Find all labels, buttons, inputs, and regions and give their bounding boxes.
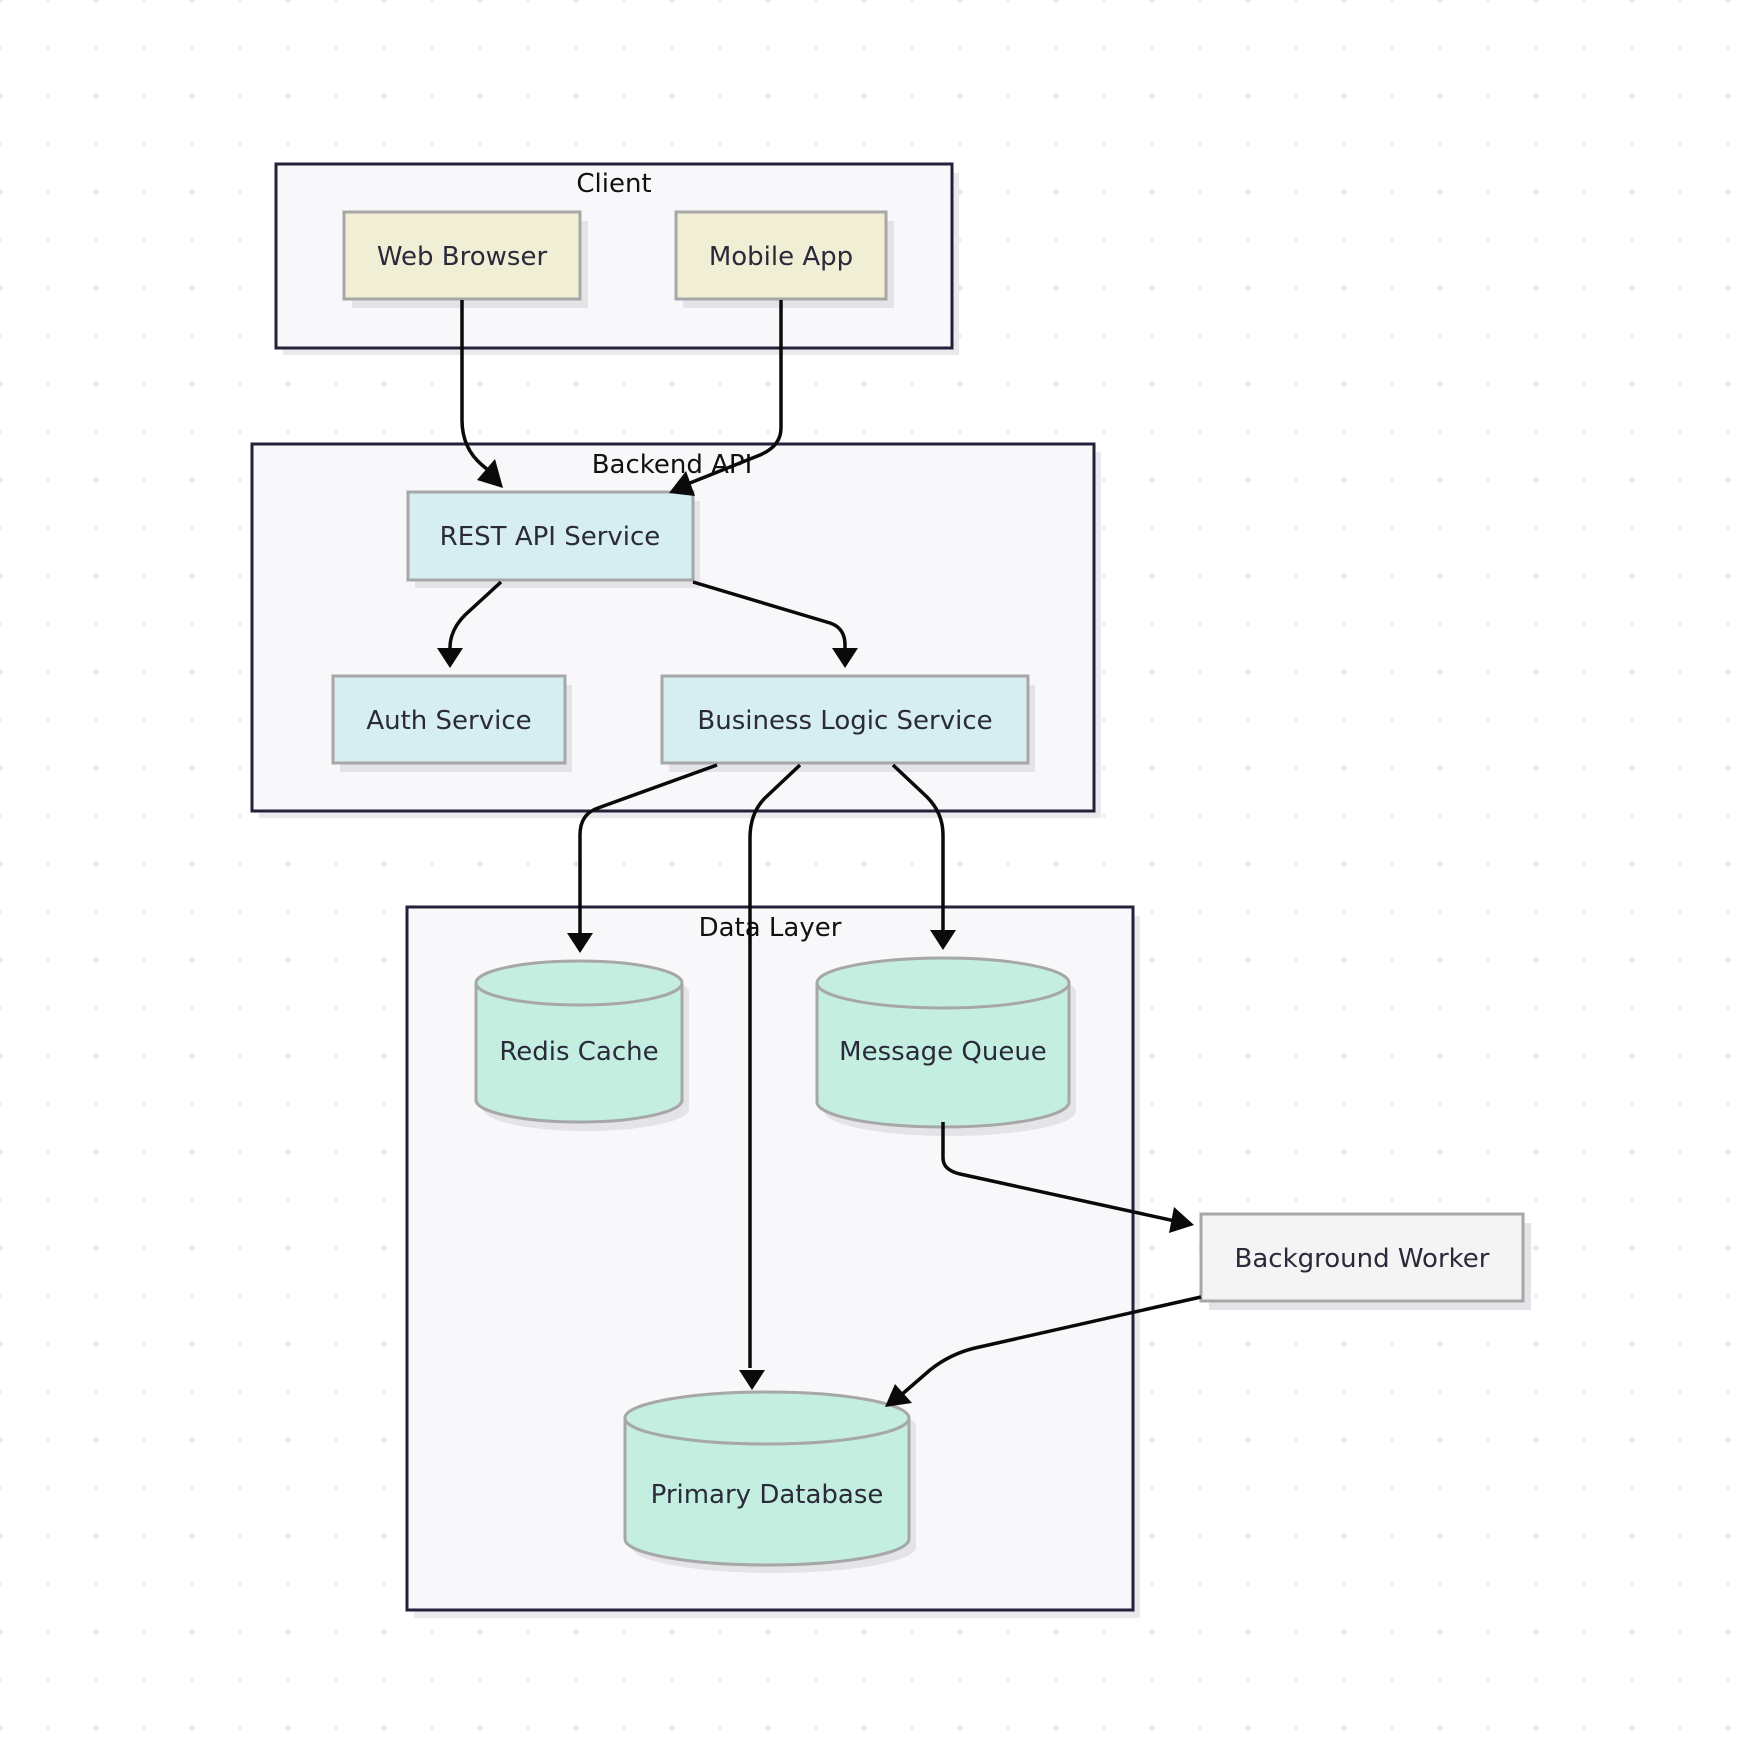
node-primary-database[interactable]: Primary Database — [623, 1390, 916, 1573]
edge-rest-api-to-auth — [437, 580, 503, 668]
edge-web-browser-to-rest-api — [460, 300, 503, 488]
edge-message-queue-to-background-worker — [941, 1122, 1194, 1233]
group-data-layer-label: Data Layer — [699, 913, 842, 943]
node-rest-api-service-label: REST API Service — [440, 522, 661, 552]
node-rest-api-service[interactable]: REST API Service — [406, 490, 700, 588]
node-redis-cache[interactable]: Redis Cache — [474, 959, 689, 1131]
node-business-logic-service[interactable]: Business Logic Service — [660, 674, 1035, 772]
edge-mobile-app-to-rest-api — [669, 300, 783, 496]
node-redis-cache-label: Redis Cache — [499, 1037, 658, 1067]
edge-business-logic-to-message-queue — [891, 763, 956, 950]
node-web-browser[interactable]: Web Browser — [342, 210, 588, 308]
node-business-logic-service-label: Business Logic Service — [697, 706, 992, 736]
edge-background-worker-to-primary-db — [885, 1295, 1202, 1407]
group-client-label: Client — [576, 169, 651, 199]
node-mobile-app-label: Mobile App — [709, 242, 853, 272]
node-message-queue[interactable]: Message Queue — [815, 956, 1076, 1136]
edge-business-logic-to-redis — [567, 763, 718, 953]
node-auth-service-label: Auth Service — [366, 706, 531, 736]
node-primary-database-label: Primary Database — [651, 1480, 884, 1510]
node-auth-service[interactable]: Auth Service — [331, 674, 572, 772]
edge-rest-api-to-business-logic — [692, 580, 858, 668]
node-background-worker-label: Background Worker — [1235, 1244, 1490, 1274]
group-backend-api-label: Backend API — [592, 450, 753, 480]
node-message-queue-label: Message Queue — [839, 1037, 1047, 1067]
node-web-browser-label: Web Browser — [377, 242, 548, 272]
node-background-worker[interactable]: Background Worker — [1199, 1212, 1531, 1310]
edges — [437, 300, 1202, 1407]
edge-business-logic-to-primary-db — [739, 763, 802, 1390]
node-mobile-app[interactable]: Mobile App — [674, 210, 894, 308]
